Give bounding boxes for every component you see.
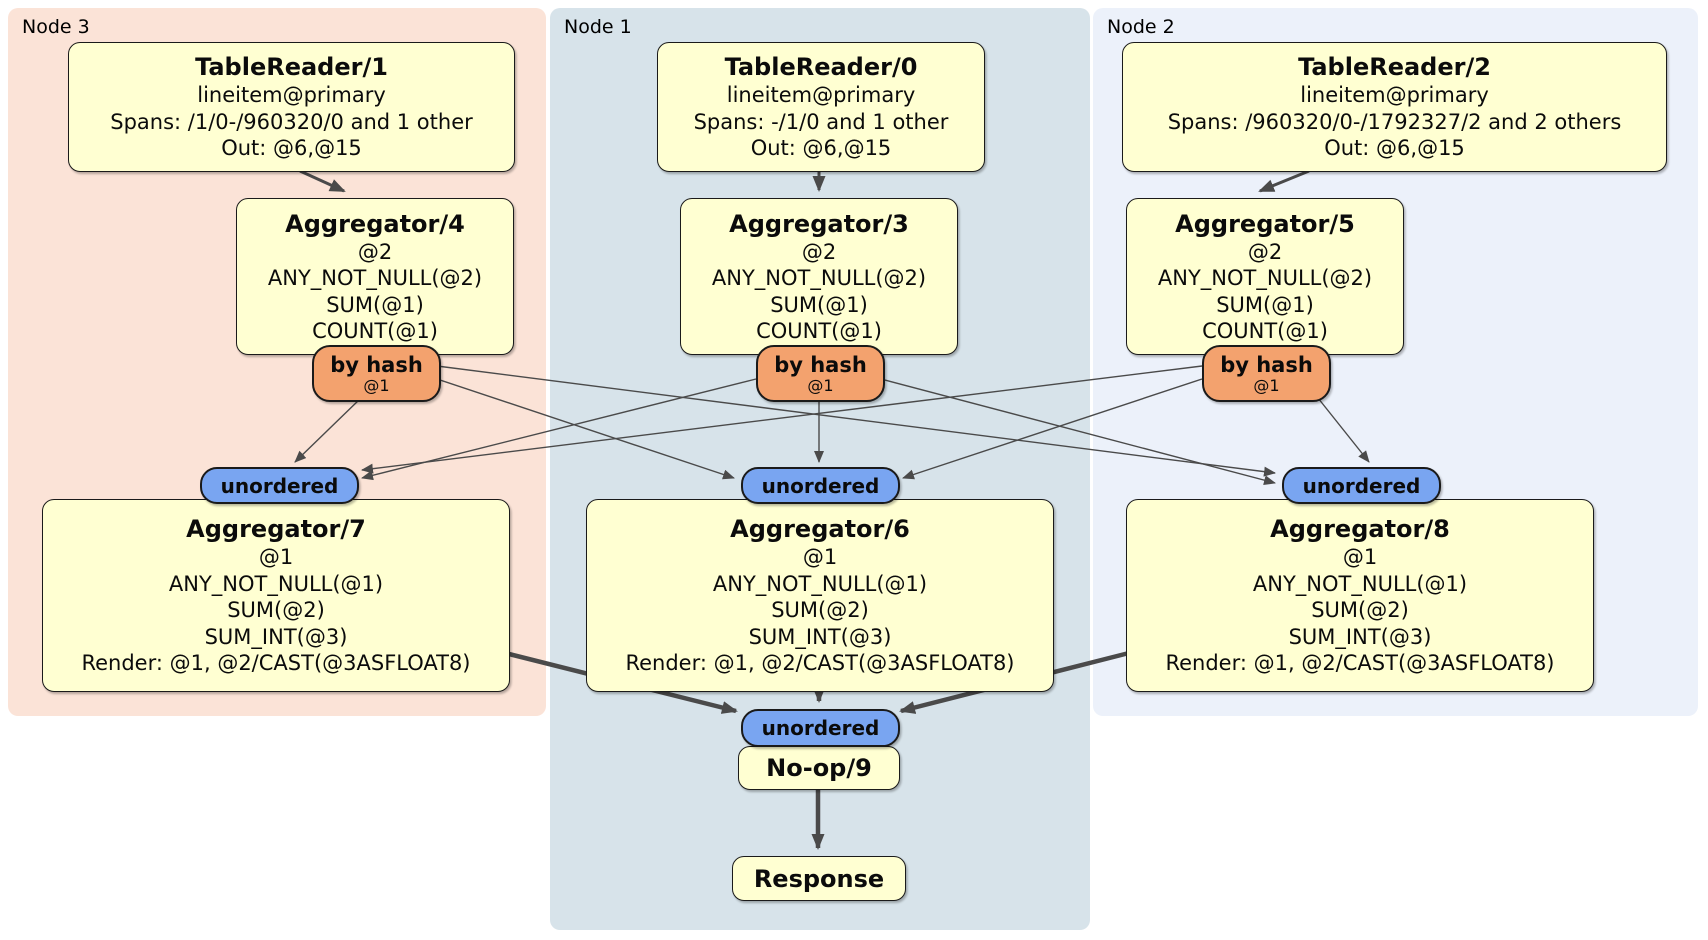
router-key: @1 <box>363 375 390 395</box>
response-box: Response <box>732 856 906 901</box>
processor-aggregator-3: Aggregator/3 @2 ANY_NOT_NULL(@2) SUM(@1)… <box>680 198 958 355</box>
edge-hash2-un3 <box>361 365 1203 474</box>
processor-title: TableReader/2 <box>1298 53 1491 82</box>
processor-detail: @2 <box>801 239 837 264</box>
processor-detail: Render: @1, @2/CAST(@3ASFLOAT8) <box>625 651 1015 676</box>
processor-detail: Out: @6,@15 <box>221 136 362 161</box>
processor-detail: ANY_NOT_NULL(@1) <box>168 571 384 596</box>
processor-detail: lineitem@primary <box>197 83 386 108</box>
processor-aggregator-8: Aggregator/8 @1 ANY_NOT_NULL(@1) SUM(@2)… <box>1126 499 1594 692</box>
processor-detail: ANY_NOT_NULL(@2) <box>267 266 483 290</box>
sync-unordered-node3: unordered <box>200 467 359 504</box>
processor-title: TableReader/0 <box>724 53 918 82</box>
processor-detail: COUNT(@1) <box>756 319 882 343</box>
processor-detail: Spans: /960320/0-/1792327/2 and 2 others <box>1167 109 1622 134</box>
sync-label: unordered <box>761 716 880 740</box>
sync-label: unordered <box>761 473 880 498</box>
region-node-3-label: Node 3 <box>22 16 90 38</box>
router-by-hash-node3: by hash @1 <box>312 345 441 402</box>
processor-aggregator-6: Aggregator/6 @1 ANY_NOT_NULL(@1) SUM(@2)… <box>586 499 1054 692</box>
sync-label: unordered <box>220 473 339 498</box>
processor-title: Aggregator/6 <box>730 515 910 544</box>
processor-title: Aggregator/4 <box>285 209 465 238</box>
processor-aggregator-5: Aggregator/5 @2 ANY_NOT_NULL(@2) SUM(@1)… <box>1126 198 1404 355</box>
edge-hash2-un1 <box>902 378 1203 480</box>
processor-title: Aggregator/7 <box>186 515 366 544</box>
processor-detail: ANY_NOT_NULL(@1) <box>1252 571 1468 596</box>
processor-detail: SUM(@1) <box>326 292 424 317</box>
processor-title: No-op/9 <box>766 754 872 782</box>
processor-detail: Spans: /1/0-/960320/0 and 1 other <box>110 109 473 134</box>
router-label: by hash <box>774 352 867 377</box>
region-node-1-label: Node 1 <box>564 16 632 38</box>
processor-detail: lineitem@primary <box>1300 83 1489 108</box>
edge-hash1-un2 <box>880 378 1276 486</box>
sync-unordered-node2: unordered <box>1282 467 1441 504</box>
processor-title: Aggregator/5 <box>1175 209 1355 238</box>
processor-detail: SUM(@2) <box>227 598 325 623</box>
processor-detail: SUM(@2) <box>1311 598 1409 623</box>
processor-tablereader-0: TableReader/0 lineitem@primary Spans: -/… <box>657 42 985 172</box>
processor-detail: @1 <box>802 545 838 570</box>
processor-noop-9: No-op/9 <box>738 746 900 790</box>
processor-detail: Render: @1, @2/CAST(@3ASFLOAT8) <box>1165 651 1555 676</box>
processor-detail: lineitem@primary <box>726 83 916 108</box>
edge-hash3-un3 <box>294 397 362 463</box>
processor-aggregator-4: Aggregator/4 @2 ANY_NOT_NULL(@2) SUM(@1)… <box>236 198 514 355</box>
sync-unordered-final: unordered <box>741 709 900 747</box>
processor-detail: SUM_INT(@3) <box>1288 624 1432 649</box>
processor-title: Aggregator/3 <box>729 209 909 238</box>
processor-title: Response <box>753 864 885 893</box>
router-key: @1 <box>1253 375 1280 395</box>
processor-title: TableReader/1 <box>195 53 388 82</box>
sync-label: unordered <box>1302 473 1421 498</box>
processor-detail: SUM(@2) <box>771 598 869 623</box>
processor-detail: ANY_NOT_NULL(@2) <box>1157 266 1373 290</box>
processor-detail: Render: @1, @2/CAST(@3ASFLOAT8) <box>81 651 471 676</box>
router-by-hash-node1: by hash @1 <box>756 345 885 402</box>
processor-detail: SUM(@1) <box>1216 292 1314 317</box>
region-node-2-label: Node 2 <box>1107 16 1175 38</box>
processor-detail: @2 <box>357 239 393 264</box>
processor-detail: SUM_INT(@3) <box>204 624 348 649</box>
router-key: @1 <box>807 375 834 395</box>
processor-tablereader-1: TableReader/1 lineitem@primary Spans: /1… <box>68 42 515 172</box>
edge-hash3-un1 <box>436 378 735 480</box>
router-label: by hash <box>1220 352 1313 377</box>
processor-detail: COUNT(@1) <box>1202 319 1328 343</box>
processor-detail: SUM(@1) <box>770 292 868 317</box>
processor-aggregator-7: Aggregator/7 @1 ANY_NOT_NULL(@1) SUM(@2)… <box>42 499 510 692</box>
processor-detail: Out: @6,@15 <box>1324 136 1465 161</box>
edge-tr1-agg4 <box>299 169 346 193</box>
processor-detail: ANY_NOT_NULL(@2) <box>711 266 927 290</box>
processor-detail: Spans: -/1/0 and 1 other <box>693 109 949 134</box>
processor-detail: @1 <box>258 545 294 570</box>
router-by-hash-node2: by hash @1 <box>1202 345 1331 402</box>
processor-detail: @2 <box>1247 239 1283 264</box>
processor-tablereader-2: TableReader/2 lineitem@primary Spans: /9… <box>1122 42 1667 172</box>
edge-hash2-un2 <box>1317 397 1370 463</box>
processor-detail: @1 <box>1342 545 1378 570</box>
edge-tr2-agg5 <box>1258 169 1310 193</box>
processor-detail: ANY_NOT_NULL(@1) <box>712 571 928 596</box>
router-label: by hash <box>330 352 423 377</box>
processor-title: Aggregator/8 <box>1270 515 1450 544</box>
sync-unordered-node1: unordered <box>741 467 900 504</box>
processor-detail: Out: @6,@15 <box>750 136 892 161</box>
processor-detail: SUM_INT(@3) <box>748 624 892 649</box>
edge-hash3-un2 <box>436 365 1276 477</box>
processor-detail: COUNT(@1) <box>312 319 438 343</box>
